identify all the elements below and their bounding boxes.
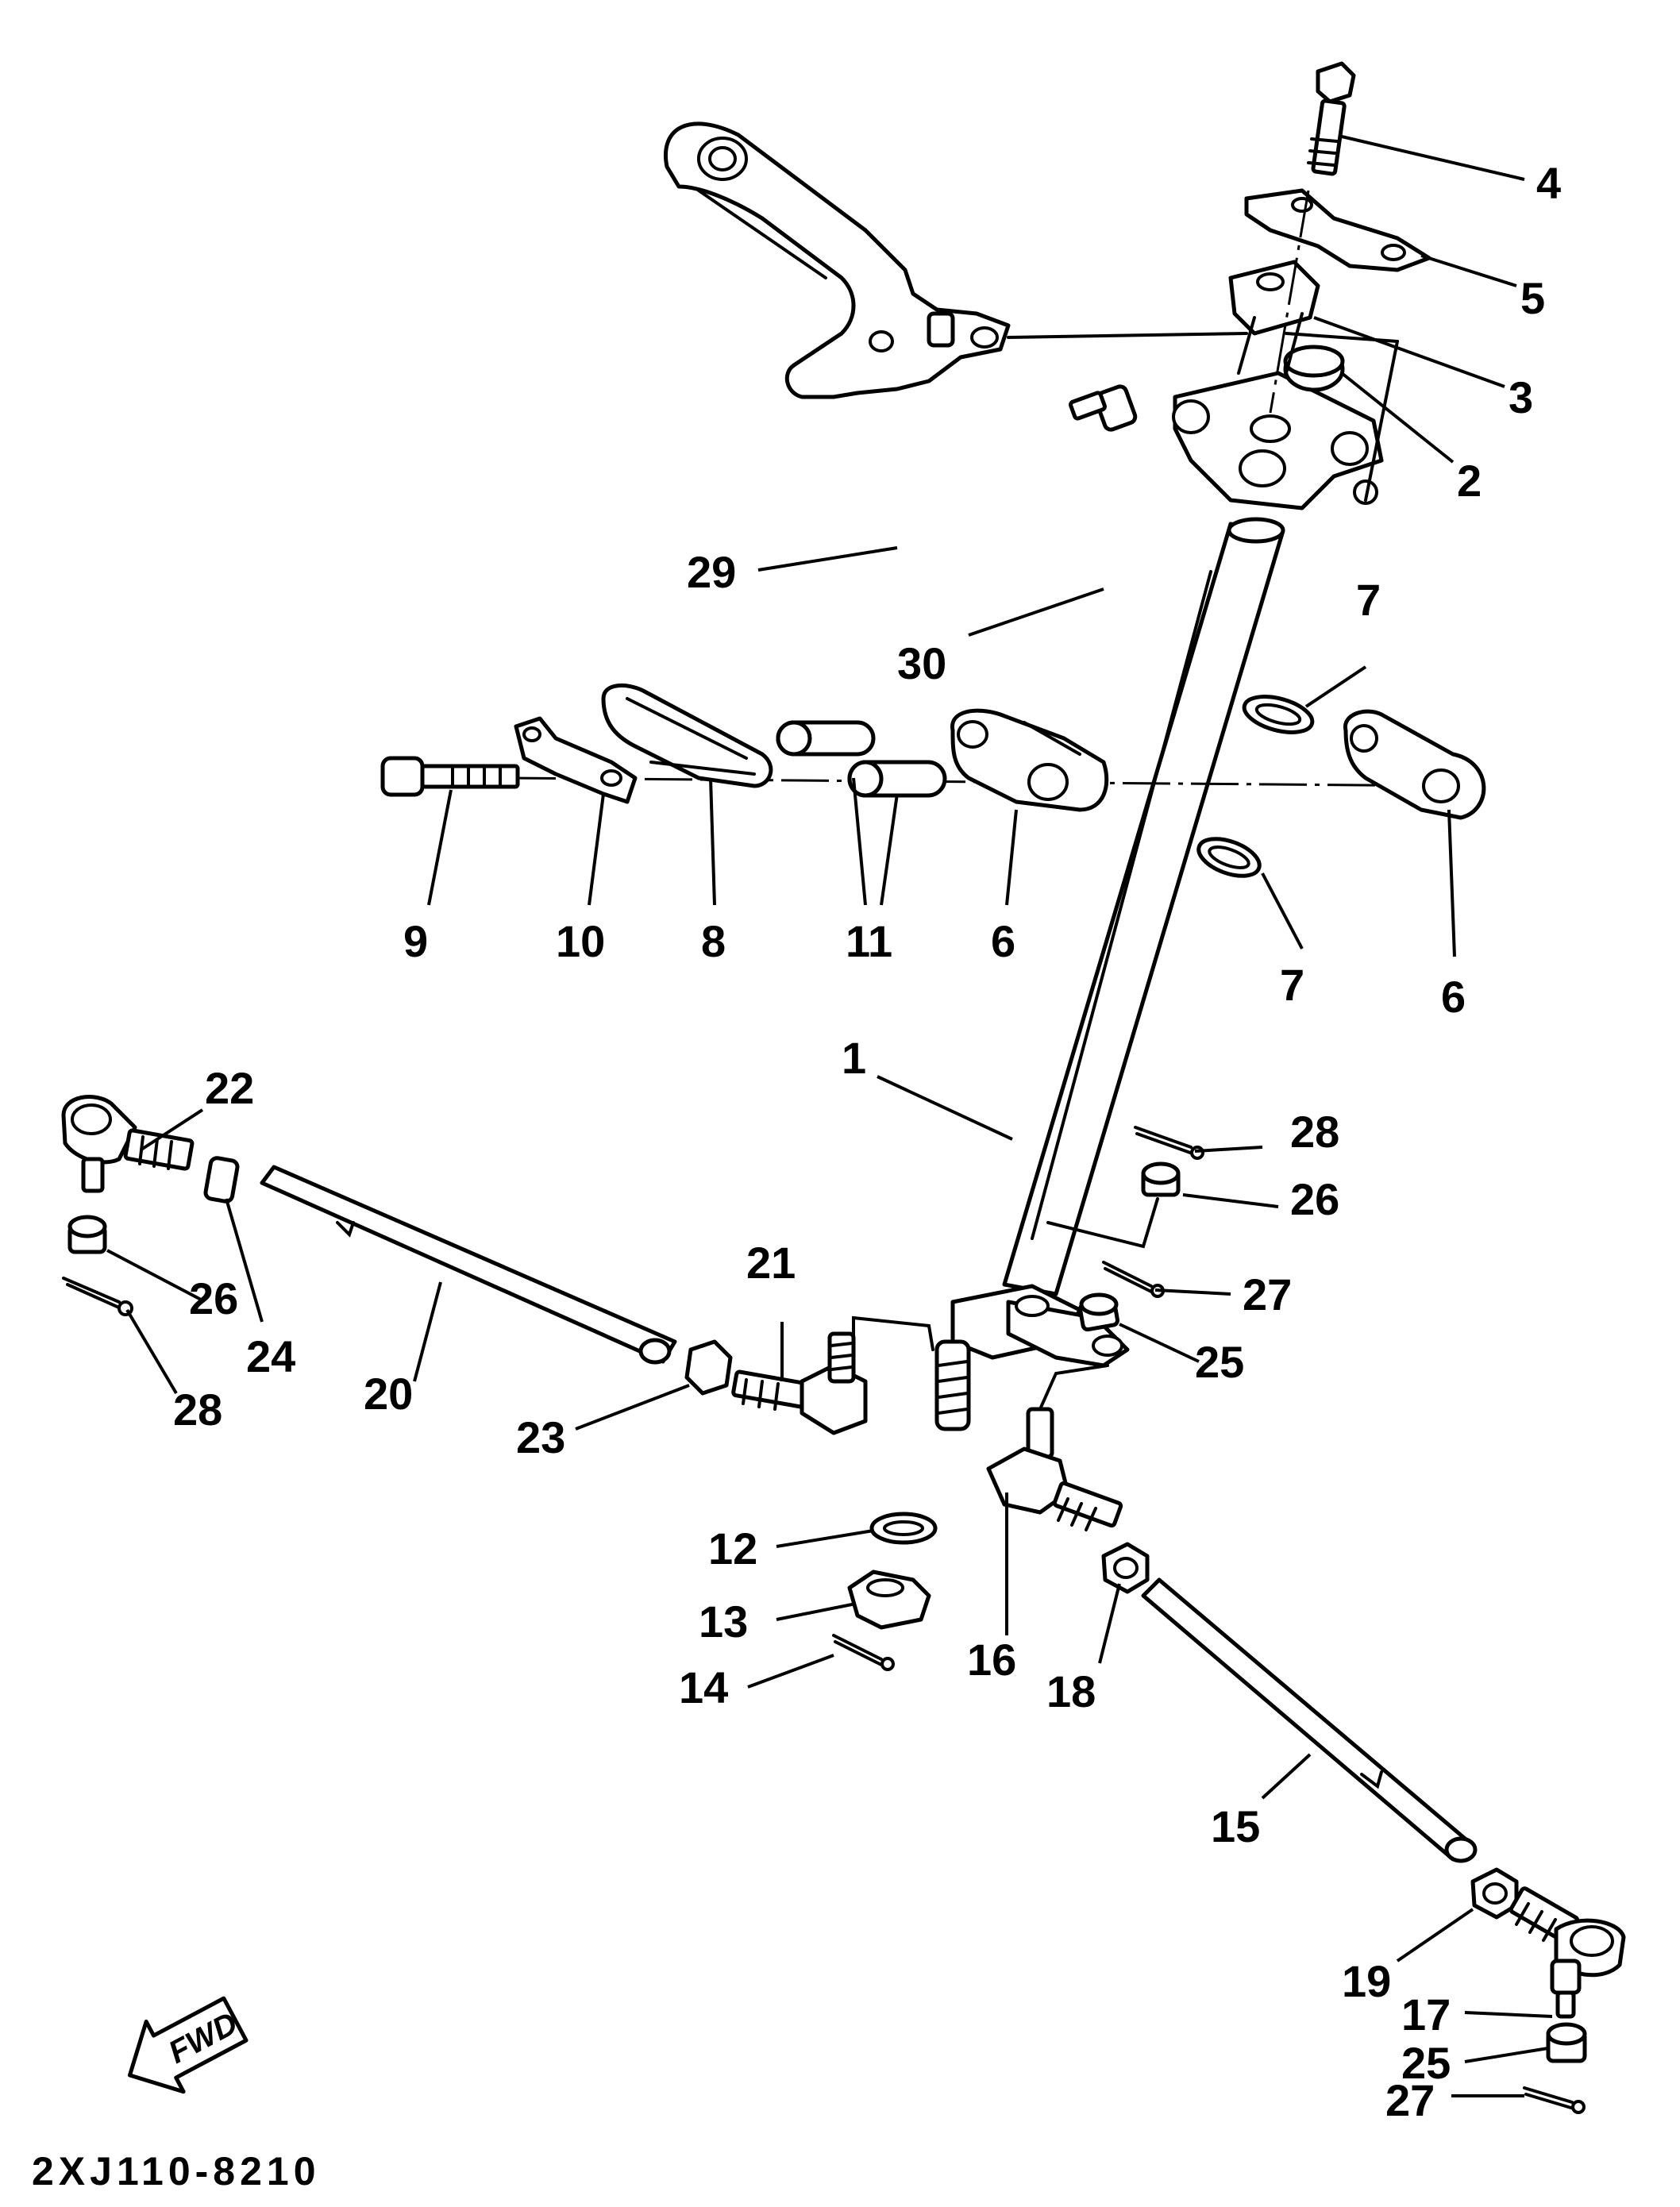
long-bolt-part	[380, 756, 520, 797]
plate-part	[1244, 188, 1431, 272]
left-rod-end-part	[61, 1095, 195, 1193]
right-mid-castle-nut-part	[1078, 1292, 1119, 1332]
right-mid-cotter-pin-part	[1102, 1261, 1165, 1298]
column-holder-right-part	[1343, 709, 1486, 820]
callout-25-lower: 25	[1401, 2038, 1451, 2088]
callout-27-right: 27	[1243, 1269, 1292, 1319]
forward-arrow-icon: FWD	[127, 1996, 249, 2094]
callout-19: 19	[1342, 1956, 1391, 2006]
callout-2: 2	[1457, 456, 1482, 506]
right-upper-castle-nut-part	[1141, 1161, 1181, 1197]
right-outer-cotter-pin-part	[1523, 2086, 1586, 2114]
clamp-block-part	[1228, 260, 1320, 336]
callout-9: 9	[403, 916, 428, 966]
callout-27-lower: 27	[1385, 2075, 1435, 2125]
callout-23: 23	[516, 1412, 565, 1462]
inner-rod-nut-part	[684, 1339, 733, 1396]
collar-upper-part	[776, 720, 876, 757]
cap-part	[1283, 345, 1345, 392]
right-outer-rod-end-part	[1509, 1886, 1626, 2019]
callout-6-right: 6	[1441, 972, 1466, 1022]
callout-6-left: 6	[991, 916, 1015, 966]
callout-7-lower: 7	[1280, 960, 1304, 1010]
callout-17: 17	[1401, 1989, 1451, 2039]
right-tie-rod-part	[1141, 1577, 1478, 1863]
left-tie-rod-part	[260, 1165, 677, 1365]
callout-20: 20	[364, 1369, 413, 1419]
collar-lower-part	[847, 760, 947, 798]
callout-26-left: 26	[189, 1273, 238, 1323]
right-inner-rod-end-part	[986, 1407, 1123, 1531]
left-castle-nut-part	[67, 1215, 107, 1254]
spring-washer-lower-part	[1196, 837, 1262, 878]
callout-24: 24	[246, 1331, 295, 1381]
callout-18: 18	[1046, 1666, 1096, 1716]
left-rod-nut-part	[203, 1156, 240, 1204]
leader-lines	[106, 135, 1553, 2097]
callout-10: 10	[556, 916, 605, 966]
lock-washer-plate-part	[514, 716, 638, 804]
handlebar-holder-part	[664, 121, 1011, 399]
holder-bolt-part	[1069, 384, 1138, 432]
callout-16: 16	[967, 1635, 1016, 1685]
callout-11: 11	[846, 916, 892, 966]
cable-guide-part	[601, 683, 773, 788]
callout-25-right: 25	[1195, 1337, 1244, 1387]
callout-28-right: 28	[1290, 1107, 1339, 1157]
lower-cotter-pin-part	[832, 1634, 895, 1671]
right-inner-nut-part	[1101, 1542, 1150, 1594]
callout-21: 21	[746, 1238, 796, 1288]
callout-26-right: 26	[1290, 1174, 1339, 1224]
callout-13: 13	[699, 1597, 748, 1647]
lower-nut-part	[847, 1570, 931, 1630]
inner-rod-end-left-part	[731, 1331, 868, 1435]
callout-numbers: 4 5 3 2 29 30 7 9 10 8 11 6 7 6 1 22 28 …	[173, 158, 1561, 2125]
callout-22: 22	[205, 1063, 254, 1113]
top-bolt-part	[1307, 61, 1356, 176]
callout-30: 30	[897, 638, 946, 688]
washer-part	[869, 1512, 938, 1545]
callout-12: 12	[708, 1523, 757, 1573]
callout-7-upper: 7	[1356, 575, 1381, 625]
right-outer-castle-nut-part	[1546, 2022, 1587, 2063]
callout-1: 1	[842, 1033, 866, 1083]
left-cotter-pin-part	[62, 1277, 133, 1316]
callout-28-left: 28	[173, 1385, 222, 1435]
steering-column-part	[934, 517, 1285, 1431]
column-holder-left-part	[950, 708, 1109, 812]
spring-washer-upper-part	[1242, 695, 1315, 734]
callout-8: 8	[701, 916, 726, 966]
callout-5: 5	[1520, 273, 1545, 323]
callout-3: 3	[1509, 372, 1533, 422]
callout-4: 4	[1536, 158, 1561, 208]
right-upper-cotter-pin-part	[1134, 1126, 1204, 1160]
diagram-code: 2XJ110-8210	[32, 2149, 321, 2194]
upper-bracket-part	[1172, 371, 1384, 510]
callout-15: 15	[1211, 1801, 1260, 1851]
callout-14: 14	[679, 1662, 728, 1712]
callout-29: 29	[687, 547, 736, 597]
